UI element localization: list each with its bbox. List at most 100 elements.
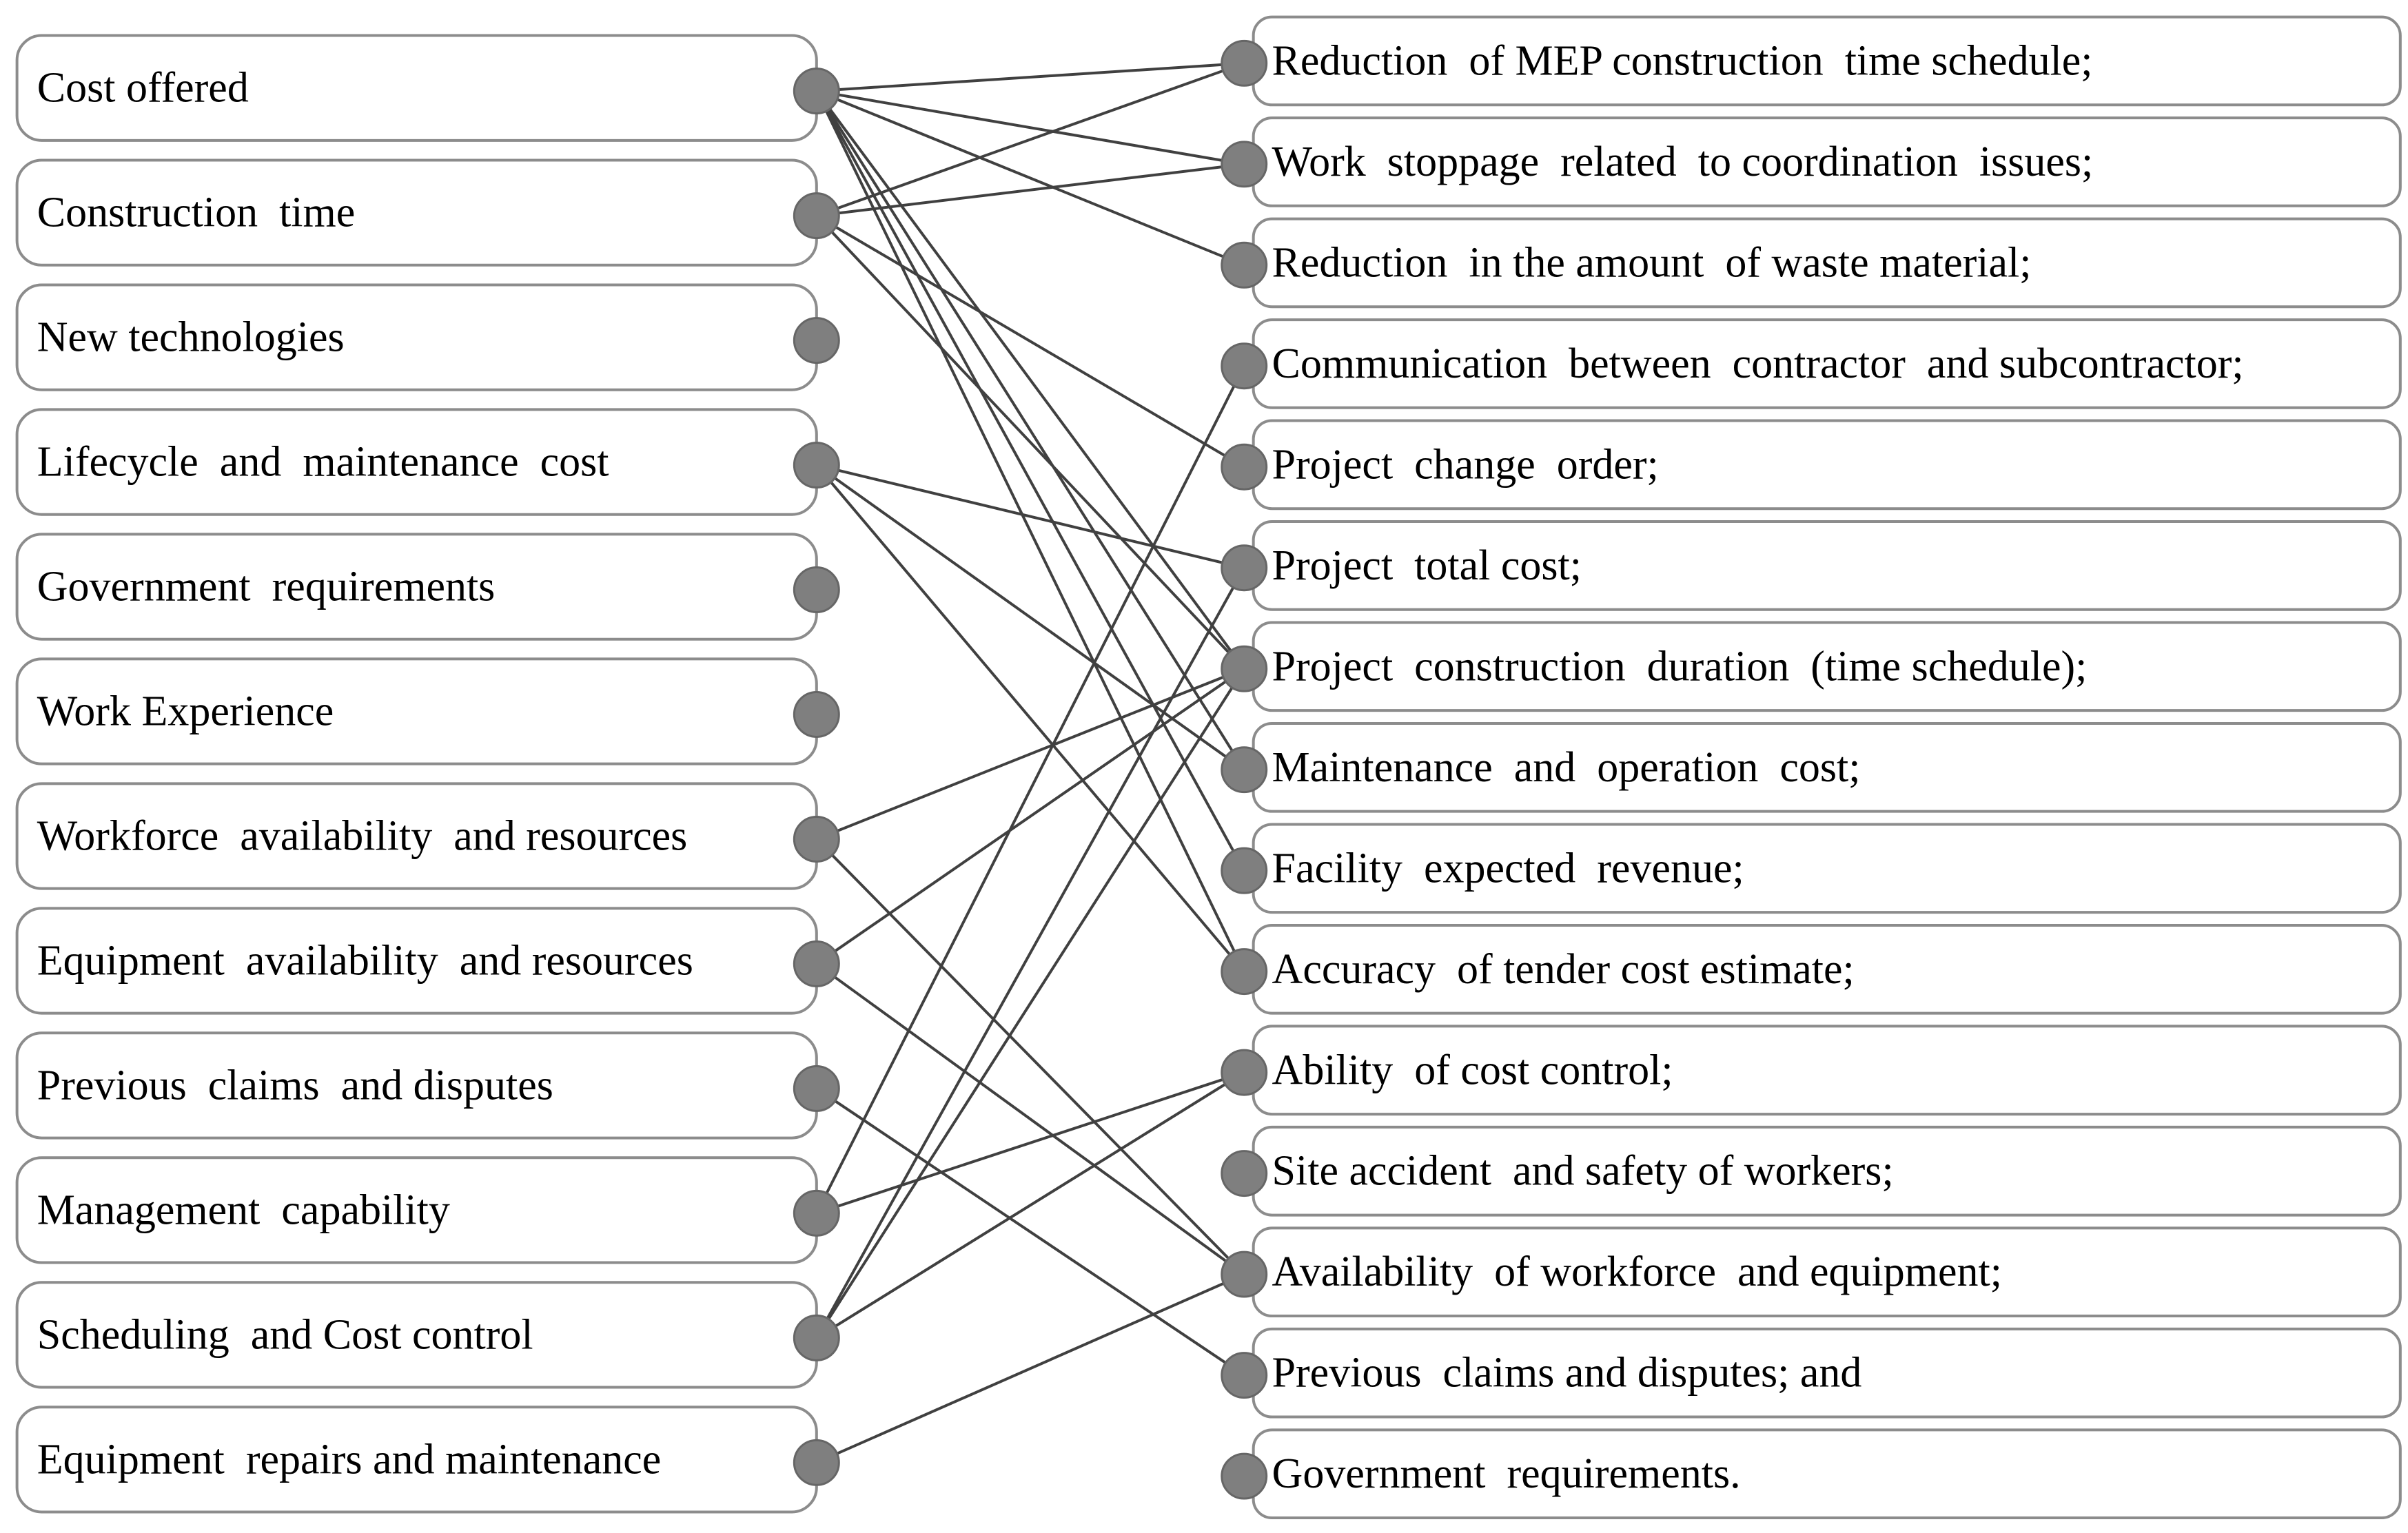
left-connector-dot xyxy=(793,317,840,364)
right-outcome-label: Ability of cost control; xyxy=(1272,1047,1673,1093)
right-outcome-item: Accuracy of tender cost estimate; xyxy=(1221,923,2402,1015)
right-outcome-label: Facility expected revenue; xyxy=(1272,845,1744,892)
left-factor-label: Equipment availability and resources xyxy=(37,937,693,984)
left-factor-label: Workforce availability and resources xyxy=(37,812,688,859)
right-outcome-item: Project total cost; xyxy=(1221,520,2402,611)
right-outcome-item: Project change order; xyxy=(1221,419,2402,511)
left-factor-label: Cost offered xyxy=(37,65,249,112)
right-connector-dot xyxy=(1221,1150,1268,1197)
left-factor-item: Management capability xyxy=(15,1156,840,1264)
left-factor-label: Previous claims and disputes xyxy=(37,1062,553,1109)
left-factor-item: Lifecycle and maintenance cost xyxy=(15,408,840,516)
connection-line xyxy=(815,963,1245,1276)
right-outcome-label: Maintenance and operation cost; xyxy=(1272,744,1861,791)
left-factor-label: Management capability xyxy=(37,1186,450,1233)
right-outcome-item: Communication between contractor and sub… xyxy=(1221,318,2402,409)
left-connector-dot xyxy=(793,815,840,863)
connection-line xyxy=(815,668,1245,1339)
right-outcome-item: Project construction duration (time sche… xyxy=(1221,621,2402,712)
left-factor-label: New technologies xyxy=(37,314,345,361)
right-outcome-item: Reduction in the amount of waste materia… xyxy=(1221,217,2402,309)
left-connector-dot xyxy=(793,1189,840,1237)
left-connector-dot xyxy=(793,192,840,240)
right-outcome-label: Previous claims and disputes; and xyxy=(1272,1350,1862,1397)
right-outcome-item: Availability of workforce and equipment; xyxy=(1221,1226,2402,1318)
right-connector-dot xyxy=(1221,443,1268,491)
left-connector-dot xyxy=(793,1439,840,1486)
right-outcome-label: Accuracy of tender cost estimate; xyxy=(1272,946,1855,993)
right-connector-dot xyxy=(1221,342,1268,390)
connection-line xyxy=(816,61,1245,93)
right-outcome-item: Work stoppage related to coordination is… xyxy=(1221,116,2402,207)
right-outcome-label: Government requirements. xyxy=(1272,1450,1741,1497)
right-connector-dot xyxy=(1221,1049,1268,1096)
right-outcome-column: Reduction of MEP construction time sched… xyxy=(1221,15,2402,1520)
left-connector-dot xyxy=(793,442,840,489)
connection-line xyxy=(815,838,1245,1275)
left-factor-item: Cost offered xyxy=(15,34,840,142)
connection-line xyxy=(815,365,1246,1214)
connection-line xyxy=(815,668,1245,965)
connection-line xyxy=(815,464,1245,973)
right-connector-dot xyxy=(1221,544,1268,592)
right-outcome-label: Project total cost; xyxy=(1272,542,1582,589)
right-connector-dot xyxy=(1221,948,1268,996)
left-factor-item: Equipment repairs and maintenance xyxy=(15,1406,840,1514)
connection-line xyxy=(816,1273,1245,1464)
right-connector-dot xyxy=(1221,241,1268,289)
left-factor-item: Scheduling and Cost control xyxy=(15,1281,840,1389)
left-connector-dot xyxy=(793,566,840,614)
right-connector-dot xyxy=(1221,1251,1268,1298)
right-outcome-label: Communication between contractor and sub… xyxy=(1272,340,2244,387)
left-factor-item: Equipment availability and resources xyxy=(15,907,840,1015)
left-factor-label: Work Experience xyxy=(37,688,334,735)
connection-line xyxy=(815,464,1245,771)
connection-line xyxy=(815,567,1245,1339)
left-factor-label: Construction time xyxy=(37,189,356,236)
left-factor-item: New technologies xyxy=(15,283,840,391)
right-outcome-label: Reduction of MEP construction time sched… xyxy=(1272,37,2093,84)
right-outcome-item: Maintenance and operation cost; xyxy=(1221,721,2402,813)
connection-line xyxy=(815,90,1246,973)
right-outcome-item: Reduction of MEP construction time sched… xyxy=(1221,15,2402,107)
connection-line xyxy=(816,464,1245,570)
left-connector-dot xyxy=(793,940,840,987)
left-factor-label: Scheduling and Cost control xyxy=(37,1311,533,1358)
right-connector-dot xyxy=(1221,1352,1268,1399)
right-outcome-label: Project construction duration (time sche… xyxy=(1272,643,2088,690)
left-connector-dot xyxy=(793,691,840,738)
connection-line xyxy=(815,90,1245,872)
connection-line xyxy=(815,214,1245,469)
left-connector-dot xyxy=(793,1314,840,1361)
left-factor-item: Government requirements xyxy=(15,533,840,641)
left-factor-label: Government requirements xyxy=(37,564,496,610)
connection-line xyxy=(816,90,1245,166)
right-connector-dot xyxy=(1221,141,1268,188)
connection-line xyxy=(815,1087,1245,1377)
connection-line xyxy=(815,90,1245,670)
connection-line xyxy=(816,90,1245,267)
left-factor-item: Construction time xyxy=(15,158,840,267)
left-factor-label: Equipment repairs and maintenance xyxy=(37,1436,662,1483)
left-connector-dot xyxy=(793,68,840,115)
right-connector-dot xyxy=(1221,39,1268,87)
right-connector-dot xyxy=(1221,746,1268,794)
left-factor-item: Work Experience xyxy=(15,657,840,765)
right-outcome-label: Project change order; xyxy=(1272,441,1659,488)
right-outcome-label: Reduction in the amount of waste materia… xyxy=(1272,239,2032,286)
connection-line xyxy=(816,1071,1245,1215)
left-factor-item: Previous claims and disputes xyxy=(15,1031,840,1140)
left-factor-label: Lifecycle and maintenance cost xyxy=(37,439,609,486)
connection-line xyxy=(815,1071,1245,1339)
right-connector-dot xyxy=(1221,1452,1268,1500)
right-outcome-label: Site accident and safety of workers; xyxy=(1272,1148,1894,1195)
connection-line xyxy=(815,90,1245,771)
left-factor-item: Workforce availability and resources xyxy=(15,782,840,890)
connection-line xyxy=(815,214,1245,670)
right-outcome-item: Government requirements. xyxy=(1221,1428,2402,1520)
right-outcome-item: Facility expected revenue; xyxy=(1221,823,2402,914)
right-outcome-item: Ability of cost control; xyxy=(1221,1025,2402,1116)
right-connector-dot xyxy=(1221,645,1268,692)
